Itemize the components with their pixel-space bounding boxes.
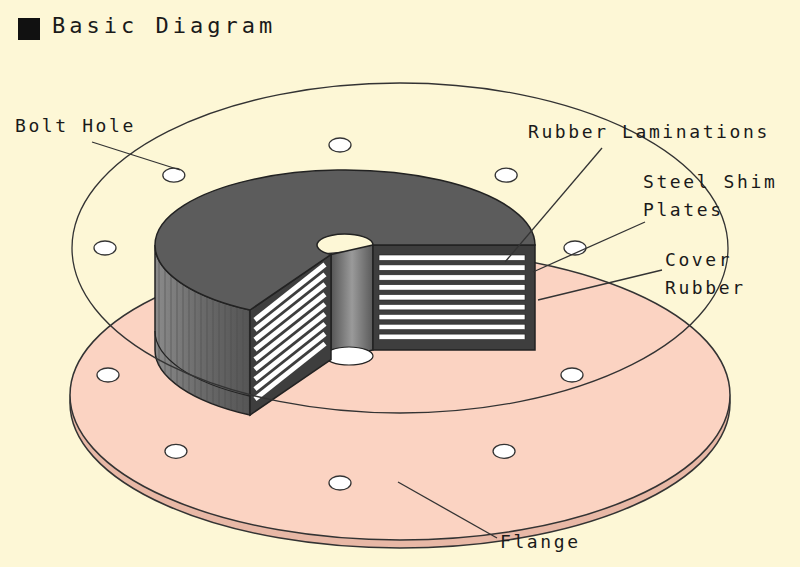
hole-opening xyxy=(325,347,373,365)
leader-shim xyxy=(533,222,645,272)
steel-shim xyxy=(255,344,325,399)
bolt-hole xyxy=(165,444,187,458)
bolt-hole xyxy=(329,138,351,152)
bolt-hole xyxy=(493,444,515,458)
diagram-title: Basic Diagram xyxy=(52,12,276,40)
part-label: Cover Rubber xyxy=(665,246,775,302)
steel-shim xyxy=(379,255,525,260)
bolt-hole xyxy=(329,476,351,490)
steel-shim xyxy=(379,265,525,270)
bolt-hole xyxy=(495,168,517,182)
laminated-bearing xyxy=(155,170,535,415)
right-laminations xyxy=(379,255,525,340)
steel-shim xyxy=(379,314,525,319)
leader-lines xyxy=(92,142,662,538)
part-label: Rubber Laminations xyxy=(528,118,790,146)
top-face xyxy=(155,170,535,310)
part-label: Bolt Hole xyxy=(15,112,195,140)
leader-bolt-hole xyxy=(92,142,180,170)
center-hole xyxy=(331,245,373,360)
bolt-hole xyxy=(163,168,185,182)
bolt-hole xyxy=(94,241,116,255)
steel-shim xyxy=(379,324,525,329)
bolt-hole xyxy=(561,368,583,382)
steel-shim xyxy=(255,334,325,389)
steel-shim xyxy=(379,304,525,309)
right-cut-face xyxy=(373,245,535,350)
title-square xyxy=(18,18,40,40)
leader-rubber xyxy=(505,148,602,262)
bolt-hole xyxy=(97,368,119,382)
leader-cover xyxy=(538,270,662,300)
top-bolt-holes xyxy=(94,138,586,255)
steel-shim xyxy=(379,334,525,339)
steel-shim xyxy=(379,285,525,290)
steel-shim xyxy=(379,295,525,300)
part-label: Flange xyxy=(500,528,620,556)
steel-shim xyxy=(379,275,525,280)
part-label: Steel Shim Plates xyxy=(643,168,793,224)
leader-flange xyxy=(398,482,497,538)
wall-seam xyxy=(155,331,250,396)
